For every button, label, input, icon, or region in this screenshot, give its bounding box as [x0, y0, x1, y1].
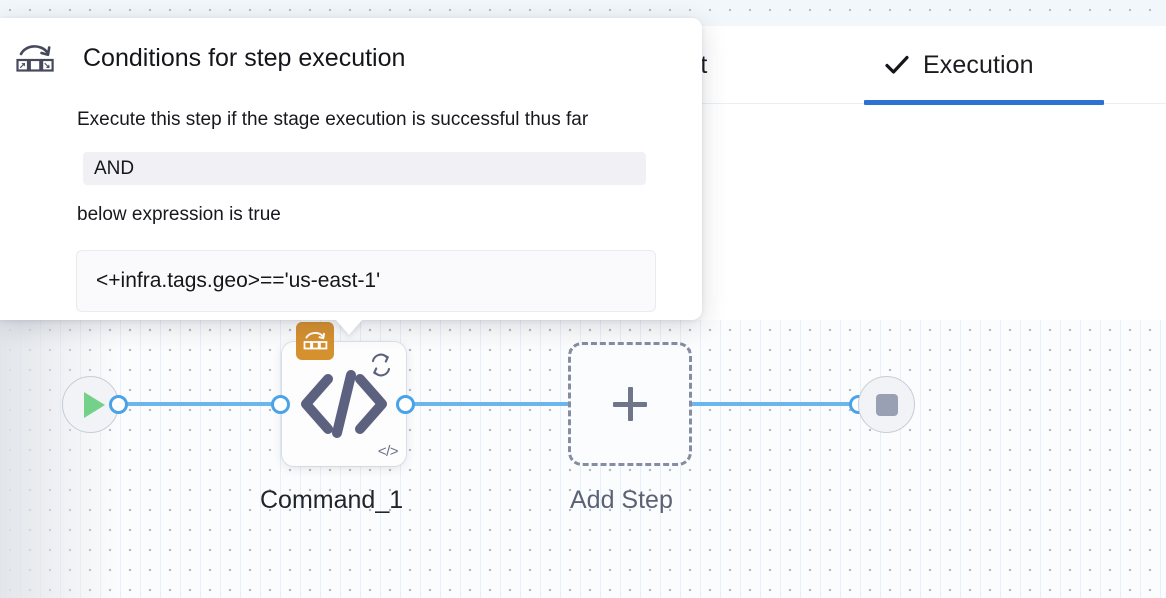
tab-execution-label: Execution: [923, 50, 1034, 79]
popover-pointer: [336, 320, 362, 335]
condition-operator-field[interactable]: AND: [83, 152, 646, 185]
condition-operator-value: AND: [94, 157, 135, 179]
conditional-execution-icon: [303, 331, 328, 350]
tab-execution[interactable]: Execution: [884, 26, 1034, 104]
active-tab-indicator: [864, 100, 1104, 105]
add-step-node[interactable]: [568, 342, 692, 466]
expression-input[interactable]: <+infra.tags.geo>=='us-east-1': [76, 250, 656, 312]
add-step-label: Add Step: [570, 486, 673, 514]
retry-loop-icon[interactable]: [366, 350, 396, 380]
connector-line-start-to-command: [110, 402, 295, 406]
expression-value: <+infra.tags.geo>=='us-east-1': [96, 269, 381, 292]
popover-header: Conditions for step execution: [14, 38, 405, 78]
stop-icon: [875, 393, 898, 416]
code-icon: [282, 342, 406, 466]
code-icon-mini: </>: [377, 443, 399, 460]
play-icon: [83, 391, 105, 418]
conditional-execution-icon: [14, 38, 56, 78]
popover-subtitle: Execute this step if the stage execution…: [77, 109, 589, 130]
step-node-command-1[interactable]: </>: [282, 322, 406, 466]
connector-handle-start-out[interactable]: [109, 395, 128, 414]
popover-title: Conditions for step execution: [83, 43, 406, 72]
step-node-label: Command_1: [260, 486, 404, 514]
connector-handle-command-in[interactable]: [271, 395, 290, 414]
check-icon: [884, 52, 910, 78]
expression-label: below expression is true: [77, 204, 281, 225]
connector-handle-command-out[interactable]: [396, 395, 415, 414]
plus-icon: [613, 387, 647, 421]
end-node[interactable]: [858, 376, 915, 433]
conditional-execution-badge[interactable]: [296, 322, 334, 360]
conditions-popover: Conditions for step execution Execute th…: [0, 18, 702, 335]
